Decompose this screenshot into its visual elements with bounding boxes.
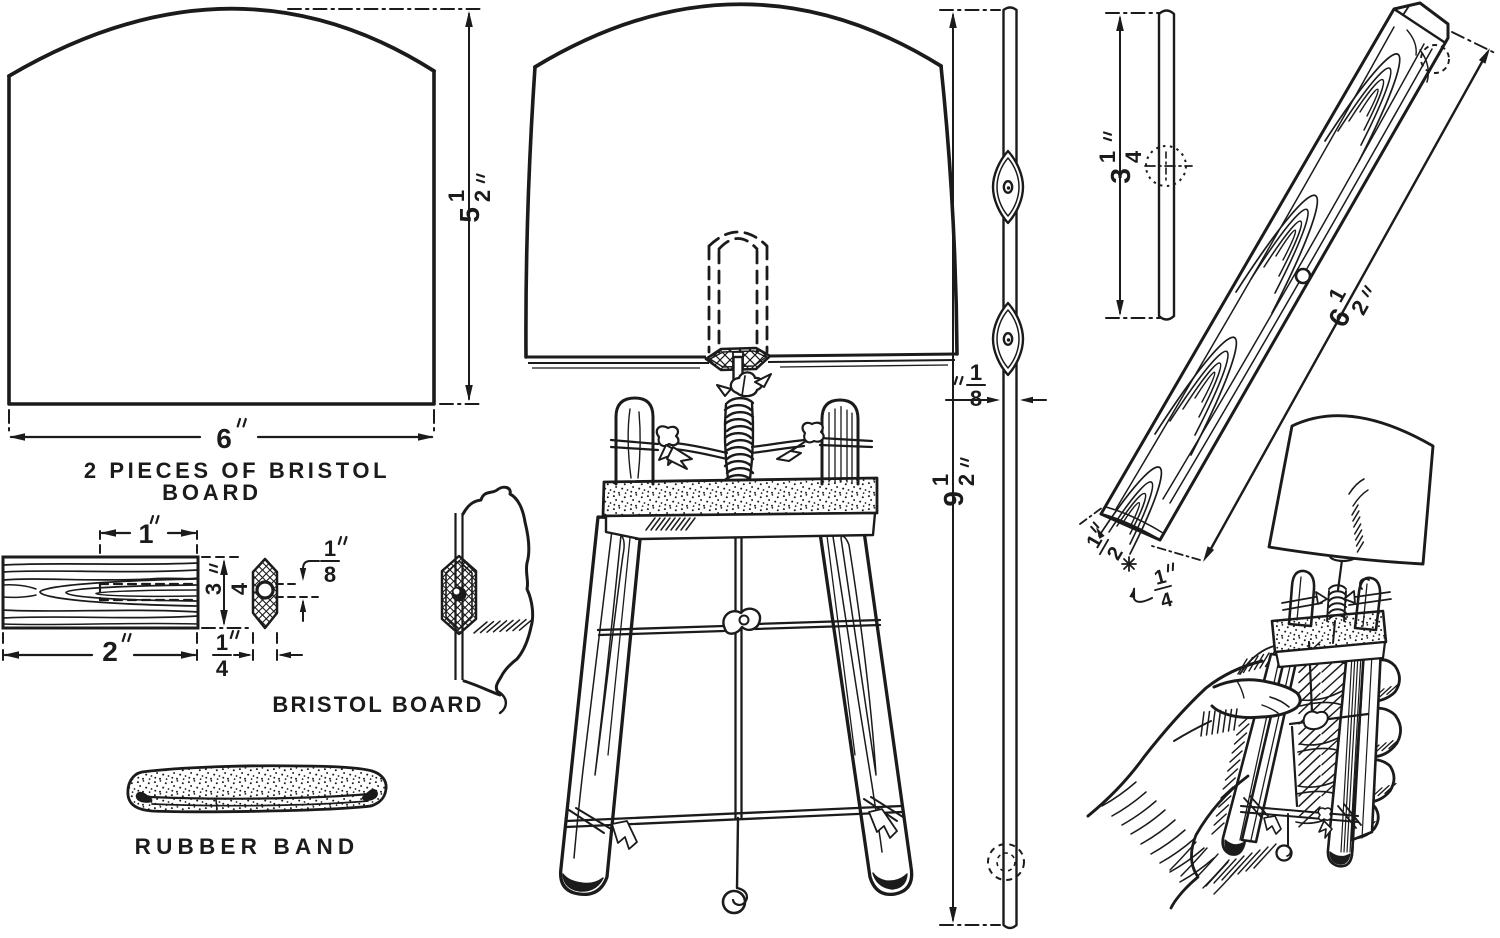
svg-text:2: 2 <box>102 636 118 667</box>
svg-text:1: 1 <box>324 536 336 561</box>
svg-text:5: 5 <box>454 207 485 223</box>
svg-text:8: 8 <box>970 386 982 411</box>
svg-text:1: 1 <box>1095 151 1120 163</box>
svg-text:6: 6 <box>216 423 232 454</box>
svg-text:2: 2 <box>954 474 979 486</box>
svg-text:4: 4 <box>216 656 229 681</box>
svg-text:1: 1 <box>138 519 153 549</box>
svg-text:4: 4 <box>227 582 252 595</box>
svg-text:9: 9 <box>938 491 969 507</box>
svg-text:RUBBER BAND: RUBBER BAND <box>135 834 360 859</box>
svg-text:BRISTOL BOARD: BRISTOL BOARD <box>272 692 483 717</box>
svg-text:4: 4 <box>1121 150 1146 163</box>
svg-text:3: 3 <box>1105 168 1136 184</box>
svg-text:1: 1 <box>1152 566 1169 590</box>
svg-text:8: 8 <box>324 562 336 587</box>
svg-text:2 PIECES OF BRISTOL: 2 PIECES OF BRISTOL <box>84 458 390 483</box>
svg-text:1: 1 <box>970 360 982 385</box>
svg-text:3: 3 <box>201 583 226 595</box>
svg-text:2: 2 <box>470 190 495 202</box>
svg-text:BOARD: BOARD <box>162 480 262 505</box>
svg-text:1: 1 <box>928 474 953 486</box>
svg-text:1: 1 <box>216 630 228 655</box>
svg-text:1: 1 <box>444 190 469 202</box>
